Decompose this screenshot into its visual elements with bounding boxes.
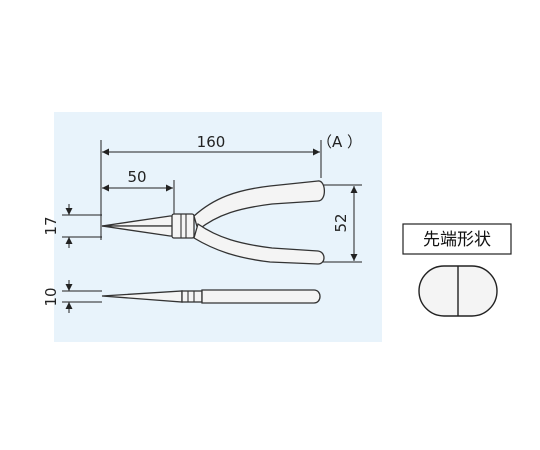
dimension-thickness: 10: [42, 280, 102, 313]
dim-label-52: 52: [332, 213, 350, 232]
tip-shape-box: 先端形状: [402, 223, 512, 255]
dim-label-handle-marker: （A ）: [317, 133, 362, 151]
dim-label-160: 160: [197, 133, 226, 151]
dim-label-50: 50: [127, 168, 146, 186]
dimension-jaw-width: 17: [42, 204, 102, 248]
dimension-nose-length: 50: [102, 168, 175, 215]
dimension-overall-length: 160: [100, 133, 322, 240]
tip-shape-label: 先端形状: [423, 230, 491, 250]
pliers-side-view: [101, 289, 321, 304]
pliers-top-view: [101, 180, 326, 265]
tip-shape-cross-section: [418, 265, 498, 317]
dim-label-10: 10: [42, 287, 60, 306]
dim-label-17: 17: [42, 216, 60, 235]
